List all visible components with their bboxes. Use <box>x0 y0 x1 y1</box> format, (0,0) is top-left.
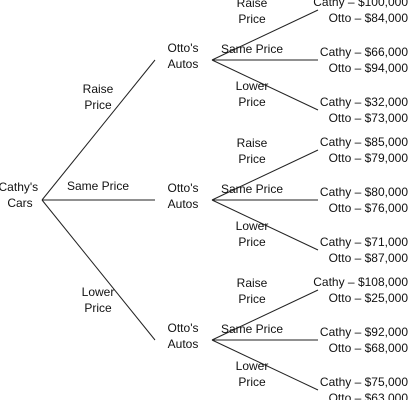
edge-root-to-node-0 <box>41 59 156 201</box>
edge-node-1-to-leaf-0 <box>211 149 319 201</box>
otto-choice-label-2-1: Same Price <box>221 322 283 336</box>
cathy-choice-label-1: Same Price <box>67 179 129 193</box>
edge-node-1-to-leaf-2 <box>211 199 319 251</box>
tree-edges <box>41 9 319 391</box>
edge-root-to-node-2 <box>41 199 156 341</box>
edge-node-0-to-leaf-2 <box>211 59 319 111</box>
otto-choice-label-1-1: Same Price <box>221 182 283 196</box>
edge-node-2-to-leaf-0 <box>211 289 319 341</box>
edge-node-0-to-leaf-0 <box>211 9 319 61</box>
otto-choice-label-0-1: Same Price <box>221 42 283 56</box>
edge-node-2-to-leaf-2 <box>211 339 319 391</box>
root-node-label: Cathy's Cars <box>0 180 41 210</box>
